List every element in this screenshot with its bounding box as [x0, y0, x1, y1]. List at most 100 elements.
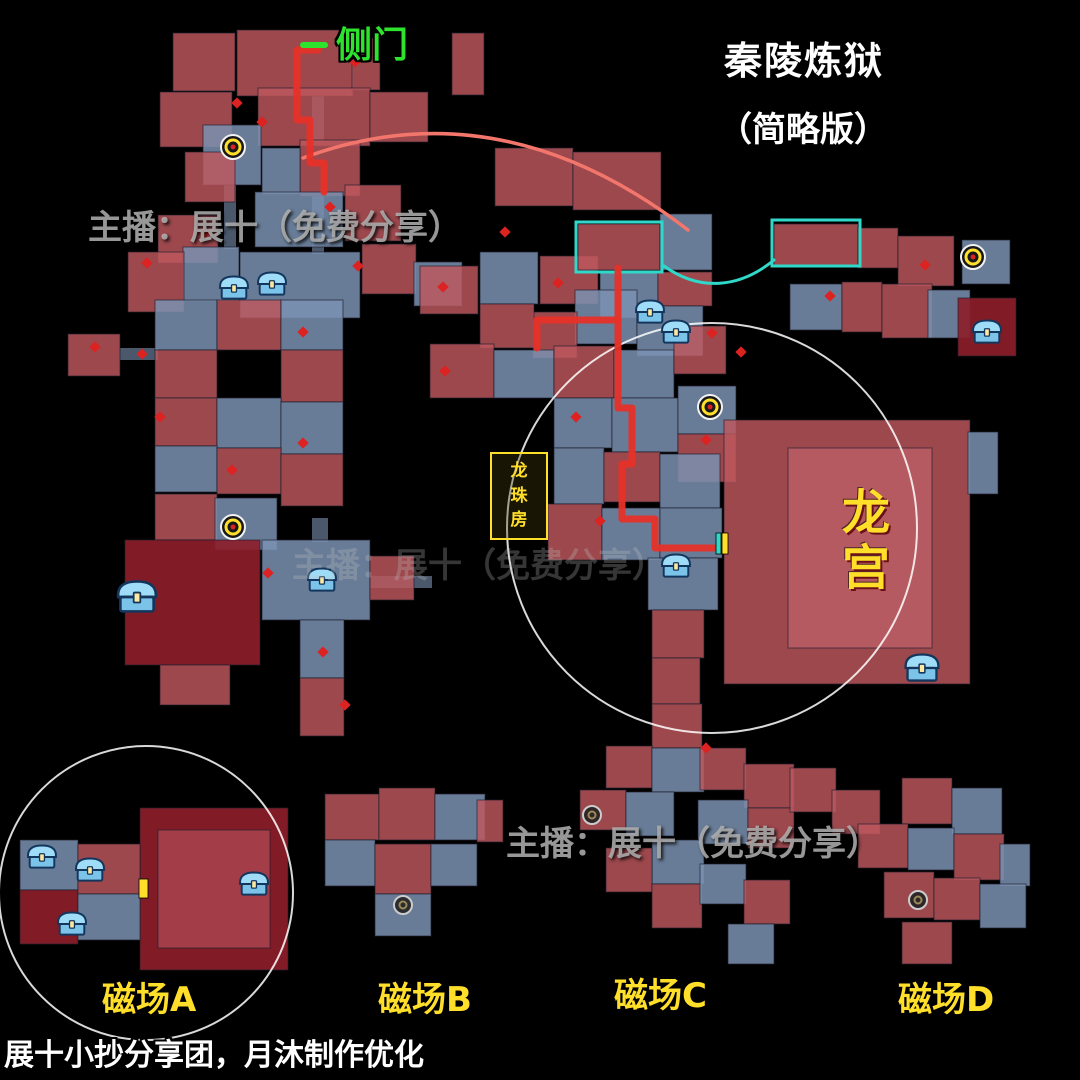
map-room	[699, 863, 747, 905]
map-room	[154, 299, 218, 351]
red-diamond-marker	[297, 437, 309, 449]
compass-marker	[393, 895, 413, 915]
map-room	[651, 609, 705, 659]
map-title: 秦陵炼狱	[724, 39, 885, 83]
map-room	[254, 191, 344, 248]
map-room	[651, 747, 705, 793]
map-room	[727, 923, 775, 965]
map-room	[605, 847, 653, 893]
map-room	[299, 677, 345, 737]
watermark-center: 主播：展十（免费分享）	[292, 546, 666, 586]
map-room	[154, 493, 218, 541]
map-room	[881, 283, 933, 339]
treasure-chest-icon	[75, 857, 105, 882]
map-room	[613, 349, 675, 399]
map-room	[901, 777, 953, 825]
dragon-pearl-room-label: 龙珠房	[510, 461, 528, 531]
map-room	[378, 787, 436, 841]
watermark-bottom: 主播：展十（免费分享）	[506, 824, 880, 864]
map-room	[479, 251, 539, 305]
map-room	[979, 883, 1027, 929]
red-diamond-marker	[594, 515, 606, 527]
map-room	[743, 763, 795, 809]
map-room	[953, 833, 1005, 881]
red-diamond-marker	[824, 290, 836, 302]
map-room	[699, 747, 747, 791]
map-room	[659, 213, 713, 271]
teal-highlight-rect	[770, 218, 862, 268]
map-room	[67, 333, 121, 377]
red-diamond-marker	[437, 281, 449, 293]
map-room	[430, 843, 478, 887]
map-room	[625, 791, 675, 837]
map-room	[476, 799, 504, 843]
map-room	[659, 453, 721, 509]
compass-marker	[582, 805, 602, 825]
save-point-dot	[230, 524, 236, 530]
map-room	[216, 447, 282, 495]
compass-marker	[908, 890, 928, 910]
map-room	[361, 243, 417, 295]
red-diamond-marker	[231, 97, 243, 109]
red-diamond-marker	[297, 326, 309, 338]
map-room	[841, 281, 883, 333]
save-point-ring	[224, 518, 242, 536]
map-room	[261, 147, 301, 195]
map-room	[154, 349, 218, 399]
map-room	[154, 397, 218, 447]
map-room	[773, 223, 859, 267]
map-room	[77, 893, 141, 941]
map-room	[324, 793, 380, 841]
map-room	[553, 447, 605, 505]
compass-marker-inner	[587, 810, 597, 820]
map-room	[216, 299, 282, 351]
treasure-chest-icon	[57, 911, 87, 936]
save-point-ring	[224, 138, 242, 156]
map-room	[159, 664, 231, 706]
map-room	[280, 401, 344, 455]
save-point-dot	[230, 144, 236, 150]
treasure-chest-icon	[239, 871, 269, 896]
map-room	[216, 397, 282, 449]
map-room	[344, 184, 402, 242]
side-door-label: 侧门	[336, 25, 409, 66]
map-room	[651, 883, 703, 929]
door-marker	[715, 532, 722, 555]
watermark-top: 主播：展十（免费分享）	[88, 208, 462, 248]
save-point-ring	[701, 398, 719, 416]
footer-credit: 展十小抄分享团，月沐制作优化	[4, 1038, 424, 1073]
red-diamond-marker	[700, 742, 712, 754]
map-room	[999, 843, 1031, 887]
map-room	[257, 87, 371, 147]
map-room	[419, 265, 479, 315]
map-room	[299, 619, 345, 679]
red-diamond-marker	[735, 346, 747, 358]
map-room	[479, 303, 535, 349]
map-room	[182, 246, 240, 302]
treasure-chest-icon	[661, 319, 691, 344]
map-room	[951, 787, 1003, 835]
red-diamond-marker	[141, 257, 153, 269]
treasure-chest-icon	[661, 553, 691, 578]
map-room	[723, 419, 971, 685]
red-diamond-marker	[199, 227, 211, 239]
map-room	[369, 555, 415, 601]
map-subtitle: （简略版）	[718, 110, 888, 150]
map-room	[553, 397, 613, 449]
map-room	[547, 503, 603, 561]
zone-label-c: 磁场C	[614, 976, 707, 1016]
map-room	[743, 879, 791, 925]
map-room	[324, 839, 376, 887]
route-link-curve	[662, 258, 776, 285]
map-room	[577, 223, 661, 271]
map-room	[907, 827, 955, 871]
map-room	[184, 151, 236, 203]
treasure-chest-icon	[219, 275, 249, 300]
red-diamond-marker	[317, 646, 329, 658]
save-point-dot	[970, 254, 976, 260]
red-diamond-marker	[439, 365, 451, 377]
map-room	[605, 745, 653, 789]
treasure-chest-icon	[904, 653, 940, 682]
map-corridor	[312, 518, 328, 542]
